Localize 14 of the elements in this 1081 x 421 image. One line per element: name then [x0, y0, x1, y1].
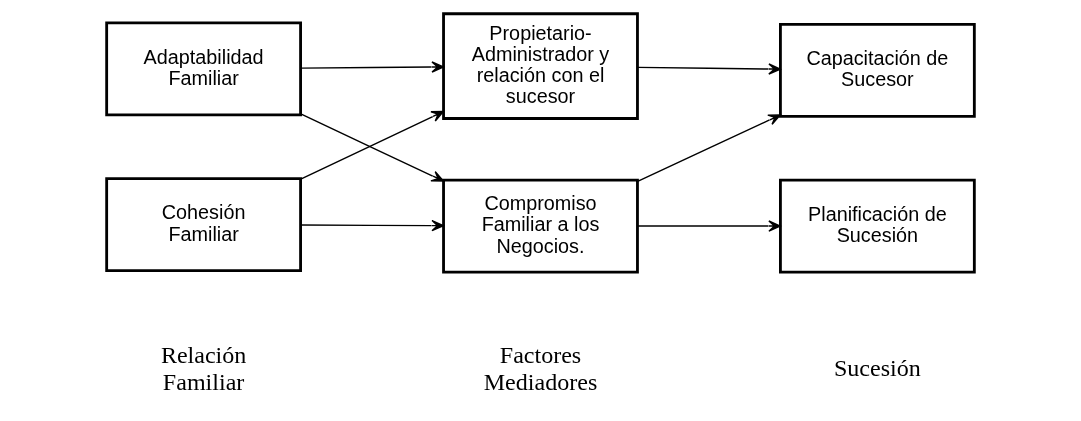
arrow [300, 61, 445, 73]
node-box: Compromiso Familiar a los Negocios. [442, 178, 639, 274]
node-box: Capacitación de Sucesor [779, 22, 976, 118]
arrow [300, 219, 445, 232]
label: Sucesión [833, 355, 921, 382]
arrow [636, 220, 781, 232]
arrow [636, 63, 781, 75]
node-box: Planificación de Sucesión [779, 178, 976, 274]
arrow [636, 114, 781, 183]
node-box: Adaptabilidad Familiar [105, 21, 302, 117]
label: Relación Familiar [160, 341, 247, 395]
node-box: Propietario- Administrador y relación con el sucesor [442, 12, 639, 120]
node-box: Cohesión Familiar [105, 177, 302, 273]
label: Factores Mediadores [483, 341, 598, 395]
